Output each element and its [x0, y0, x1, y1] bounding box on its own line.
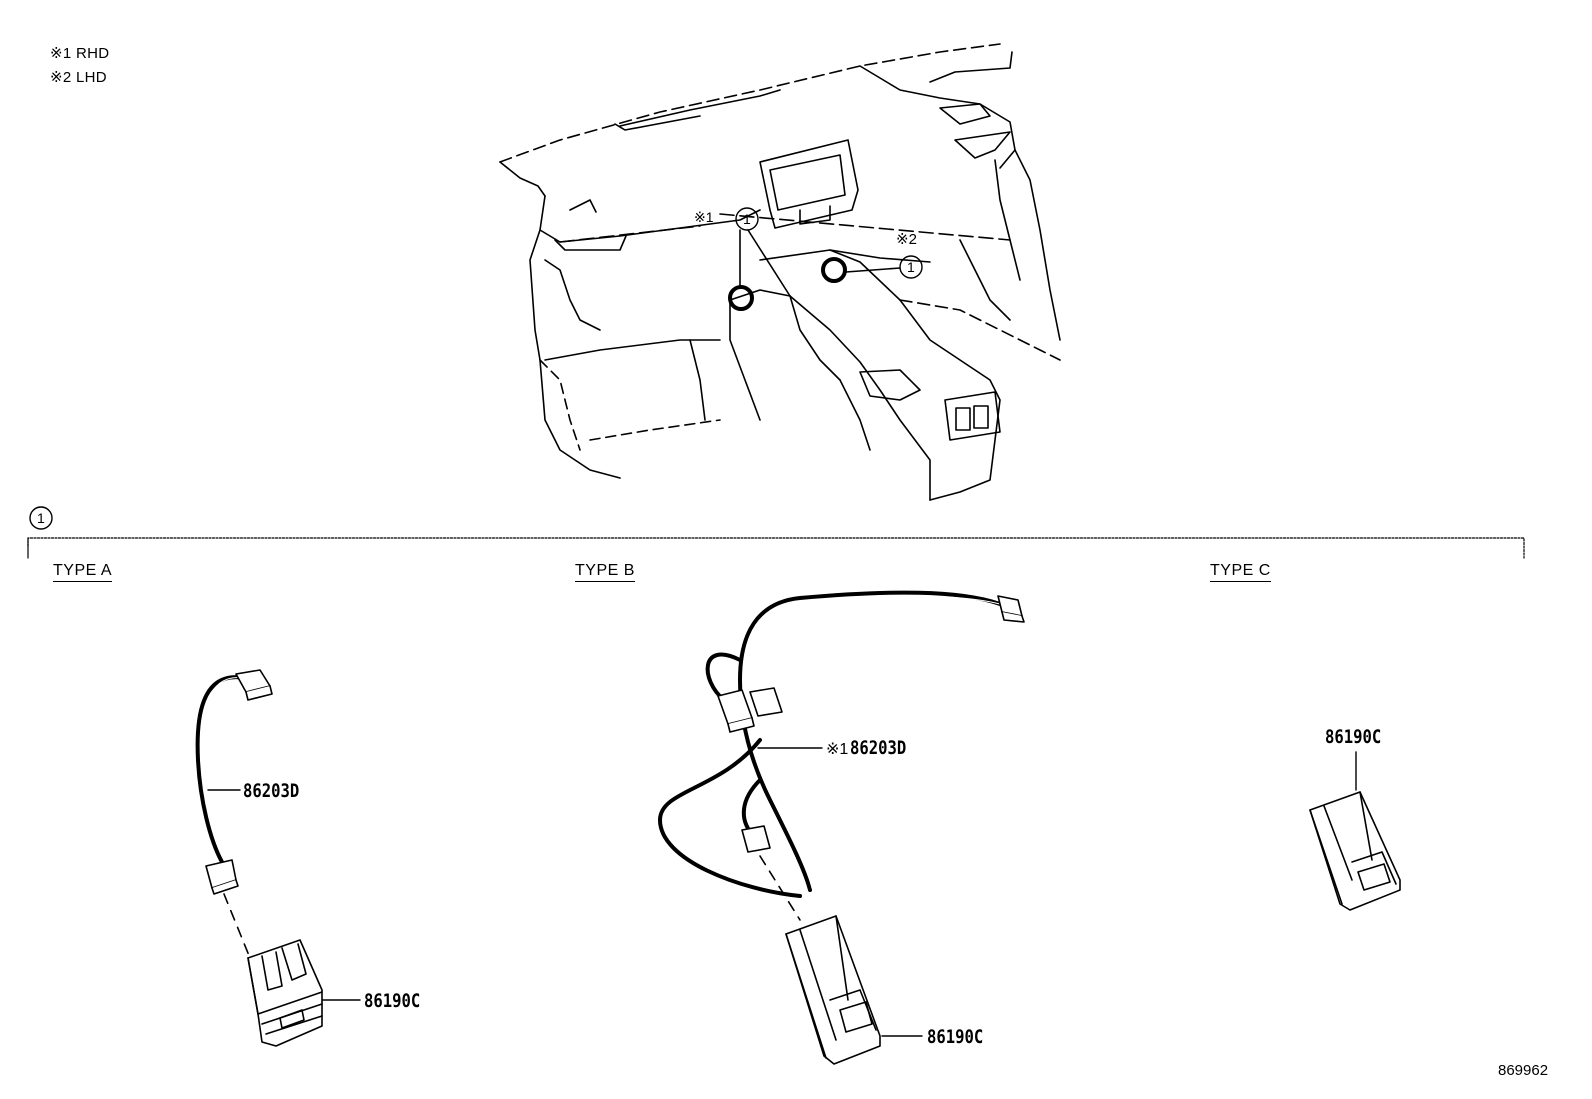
- location-marker-lhd: [821, 257, 847, 283]
- type-a-heading: TYPE A: [53, 562, 113, 582]
- type-a-part-86190C: 86190C: [364, 990, 421, 1012]
- type-b-drawing: [658, 590, 1025, 1065]
- illustration-id: 869962: [1498, 1062, 1549, 1079]
- overview-note2-mark: ※2: [896, 231, 917, 248]
- type-c-heading: TYPE C: [1210, 562, 1271, 582]
- type-b-heading: TYPE B: [575, 562, 635, 582]
- type-c-drawing: [1309, 751, 1401, 911]
- overview-callout-number-lhd: 1: [907, 259, 915, 275]
- section-callout-number: 1: [37, 510, 45, 526]
- type-b-note-mark: ※1: [826, 741, 849, 758]
- location-marker-rhd: [728, 285, 754, 311]
- overview-callout-number-rhd: 1: [743, 211, 751, 227]
- type-a-part-86203D: 86203D: [243, 780, 300, 802]
- section-callout-circle: [29, 506, 53, 530]
- dashboard-overview: [499, 43, 1061, 501]
- type-a-drawing: [195, 669, 361, 1047]
- section-bracket: [27, 506, 1525, 559]
- legend-note-lhd: ※2 LHD: [50, 69, 107, 86]
- legend-note-rhd: ※1 RHD: [50, 45, 110, 62]
- callout-circle-lhd: [899, 255, 923, 279]
- type-b-part-86190C: 86190C: [927, 1026, 984, 1048]
- callout-circle-rhd: [735, 207, 759, 231]
- type-b-part-86203D: 86203D: [850, 737, 907, 759]
- type-c-part-86190C: 86190C: [1325, 726, 1382, 748]
- callout-locations: [728, 207, 923, 311]
- overview-note1-mark: ※1: [694, 209, 714, 225]
